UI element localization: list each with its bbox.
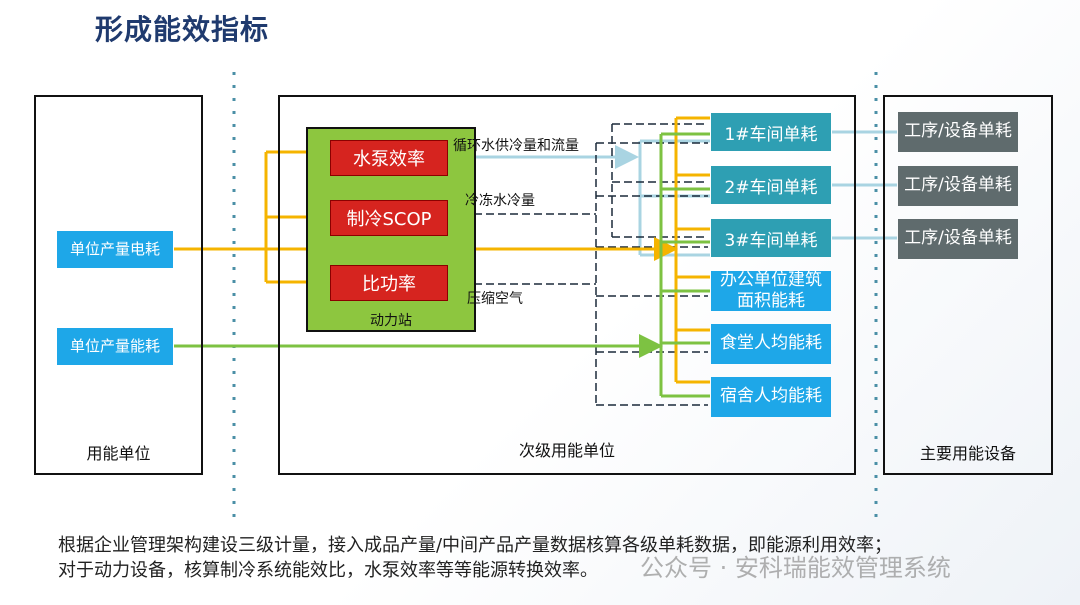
- right-panel-label: 主要用能设备: [919, 444, 1016, 463]
- dormitory-per-capita-box: 宿舍人均能耗: [711, 377, 831, 417]
- unit-energy-consumption-box: 单位产量能耗: [57, 328, 173, 365]
- device-consumption-box-2: 工序/设备单耗: [898, 166, 1018, 206]
- workshop-1-consumption-box: 1#车间单耗: [711, 113, 831, 151]
- middle-panel: [278, 95, 856, 475]
- office-area-consumption-box: 办公单位建筑面积能耗: [711, 270, 831, 311]
- middle-panel-label: 次级用能单位: [518, 441, 615, 460]
- right-panel: [883, 95, 1053, 475]
- workshop-2-consumption-box: 2#车间单耗: [711, 166, 831, 204]
- power-station-label: 动力站: [370, 313, 412, 329]
- left-panel: [34, 95, 203, 475]
- flow-label-circulating-water: 循环水供冷量和流量: [453, 138, 579, 154]
- flow-label-compressed-air: 压缩空气: [467, 291, 523, 307]
- left-panel-label: 用能单位: [86, 444, 151, 463]
- refrigeration-scop-box: 制冷SCOP: [330, 200, 448, 236]
- device-consumption-box-3: 工序/设备单耗: [898, 219, 1018, 259]
- workshop-3-consumption-box: 3#车间单耗: [711, 219, 831, 257]
- unit-electricity-consumption-box: 单位产量电耗: [57, 231, 173, 268]
- device-consumption-box-1: 工序/设备单耗: [898, 112, 1018, 152]
- canteen-per-capita-box: 食堂人均能耗: [711, 324, 831, 364]
- caption-line-1: 根据企业管理架构建设三级计量，接入成品产量/中间产品产量数据核算各级单耗数据，即…: [58, 535, 893, 556]
- pump-efficiency-box: 水泵效率: [330, 140, 448, 176]
- flow-label-chilled-water: 冷冻水冷量: [465, 193, 535, 209]
- watermark: 公众号 · 安科瑞能效管理系统: [640, 554, 951, 582]
- specific-power-box: 比功率: [330, 265, 448, 301]
- caption-line-2: 对于动力设备，核算制冷系统能效比，水泵效率等等能源转换效率。: [58, 560, 598, 581]
- page-title: 形成能效指标: [95, 13, 270, 46]
